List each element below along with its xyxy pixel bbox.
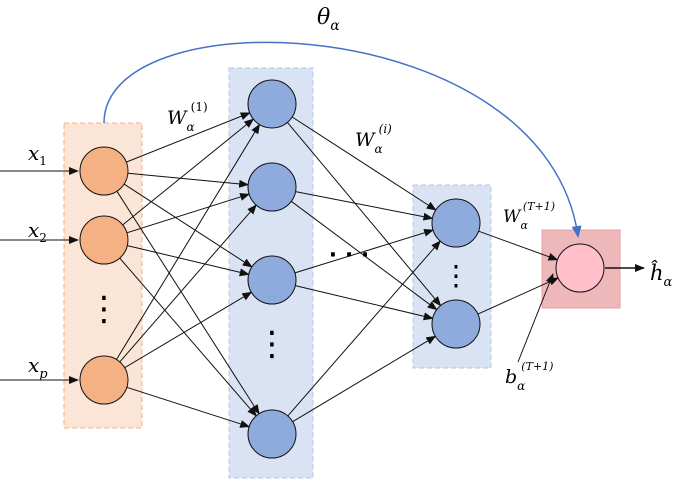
hidden-layer-T-ellipsis: ⋮ (442, 259, 470, 292)
weight-label-middle: Wα(i) (355, 122, 392, 156)
hidden-layer-1-node-2 (247, 162, 297, 212)
edge-hidden-layer-1-node-to-hidden-layer-T-node (291, 200, 438, 311)
bias-label: bα(T+1) (505, 360, 553, 393)
hidden-layer-1-node-1 (247, 79, 297, 129)
hidden-layer-1-node-3 (247, 255, 297, 305)
edge-hidden-layer-T-node-to-output-node (477, 277, 560, 315)
edge-input-node-to-hidden-layer-1-node (127, 245, 250, 277)
edge-hidden-layer-1-node-to-hidden-layer-T-node (287, 122, 442, 307)
layer-ellipsis: · · · (329, 243, 369, 268)
input-node-2 (79, 215, 129, 265)
edge-hidden-layer-1-node-to-hidden-layer-T-node (294, 228, 435, 274)
edge-hidden-layer-1-node-to-hidden-layer-T-node (295, 191, 434, 221)
input-label-xp: xp (28, 353, 48, 382)
edge-input-node-to-hidden-layer-1-node (126, 112, 251, 163)
hidden-layer-T-node-1 (431, 198, 481, 248)
connection-edges (116, 112, 560, 428)
edge-input-node-to-hidden-layer-1-node (116, 123, 261, 360)
edge-input-node-to-hidden-layer-1-node (119, 204, 257, 363)
edge-hidden-layer-T-node-to-output-node (478, 230, 559, 261)
input-label-x1: x1 (28, 141, 47, 168)
hidden-layer-1-node-4 (247, 409, 297, 459)
hidden-layer-T-node-2 (431, 299, 481, 349)
edge-input-node-to-hidden-layer-1-node (119, 257, 257, 417)
skip-connection-label: θα (317, 5, 340, 34)
output-node-1 (555, 243, 605, 293)
edge-input-node-to-hidden-layer-1-node (126, 193, 251, 234)
edge-input-node-to-hidden-layer-1-node (127, 172, 250, 188)
edge-hidden-layer-1-node-to-hidden-layer-T-node (291, 116, 437, 211)
input-node-3 (79, 355, 129, 405)
input-node-1 (79, 146, 129, 196)
input-label-x2: x2 (28, 218, 47, 245)
edge-input-node-to-hidden-layer-1-node (122, 118, 255, 226)
weight-label-last: Wα(T+1) (503, 200, 555, 232)
input-ellipsis: ⋮ (87, 289, 121, 329)
edge-input-node-to-hidden-layer-1-node (123, 183, 253, 268)
network-nodes (79, 79, 605, 459)
hidden-layer-1-ellipsis: ⋮ (255, 324, 289, 364)
edge-input-node-to-hidden-layer-1-node (124, 291, 253, 369)
output-label: ĥα (650, 261, 673, 290)
edge-hidden-layer-1-node-to-hidden-layer-T-node (287, 240, 441, 417)
skip-connection-arrow (103, 41, 582, 238)
edge-hidden-layer-1-node-to-hidden-layer-T-node (292, 335, 437, 423)
bias-arrow (517, 273, 554, 363)
weight-label-first: Wα(1) (167, 100, 208, 134)
edge-input-node-to-hidden-layer-1-node (126, 386, 251, 428)
edge-hidden-layer-1-node-to-hidden-layer-T-node (295, 285, 434, 321)
